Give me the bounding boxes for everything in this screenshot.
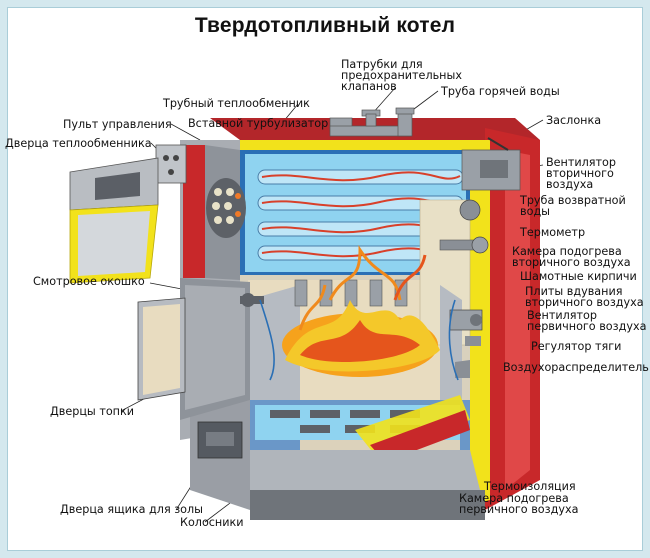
label-firebox-doors: Дверцы топки bbox=[50, 405, 135, 418]
label-sight-window: Смотровое окошко bbox=[33, 275, 145, 288]
diagram-title: Твердотопливный котел bbox=[194, 14, 456, 37]
label-air-distributor: Воздухораспределитель bbox=[503, 361, 649, 374]
label-hx-door: Дверца теплообменника bbox=[5, 137, 152, 150]
label-draft-regulator: Регулятор тяги bbox=[531, 340, 622, 353]
label-thermometer: Термометр bbox=[520, 226, 586, 239]
label-hot-pipe: Труба горячей воды bbox=[441, 85, 560, 98]
label-turbulizer: Вставной турбулизатор bbox=[188, 117, 329, 130]
label-chamotte: Шамотные кирпичи bbox=[520, 270, 637, 283]
label-ash-door: Дверца ящика для золы bbox=[60, 503, 204, 516]
label-heat-exchanger: Трубный теплообменник bbox=[163, 97, 310, 110]
flame bbox=[282, 245, 440, 377]
label-grates: Колосники bbox=[180, 516, 244, 529]
label-flap: Заслонка bbox=[546, 114, 602, 127]
boiler-body bbox=[69, 107, 540, 520]
label-control-panel: Пульт управления bbox=[63, 118, 172, 131]
label-insulation: Термоизоляция bbox=[484, 480, 576, 493]
